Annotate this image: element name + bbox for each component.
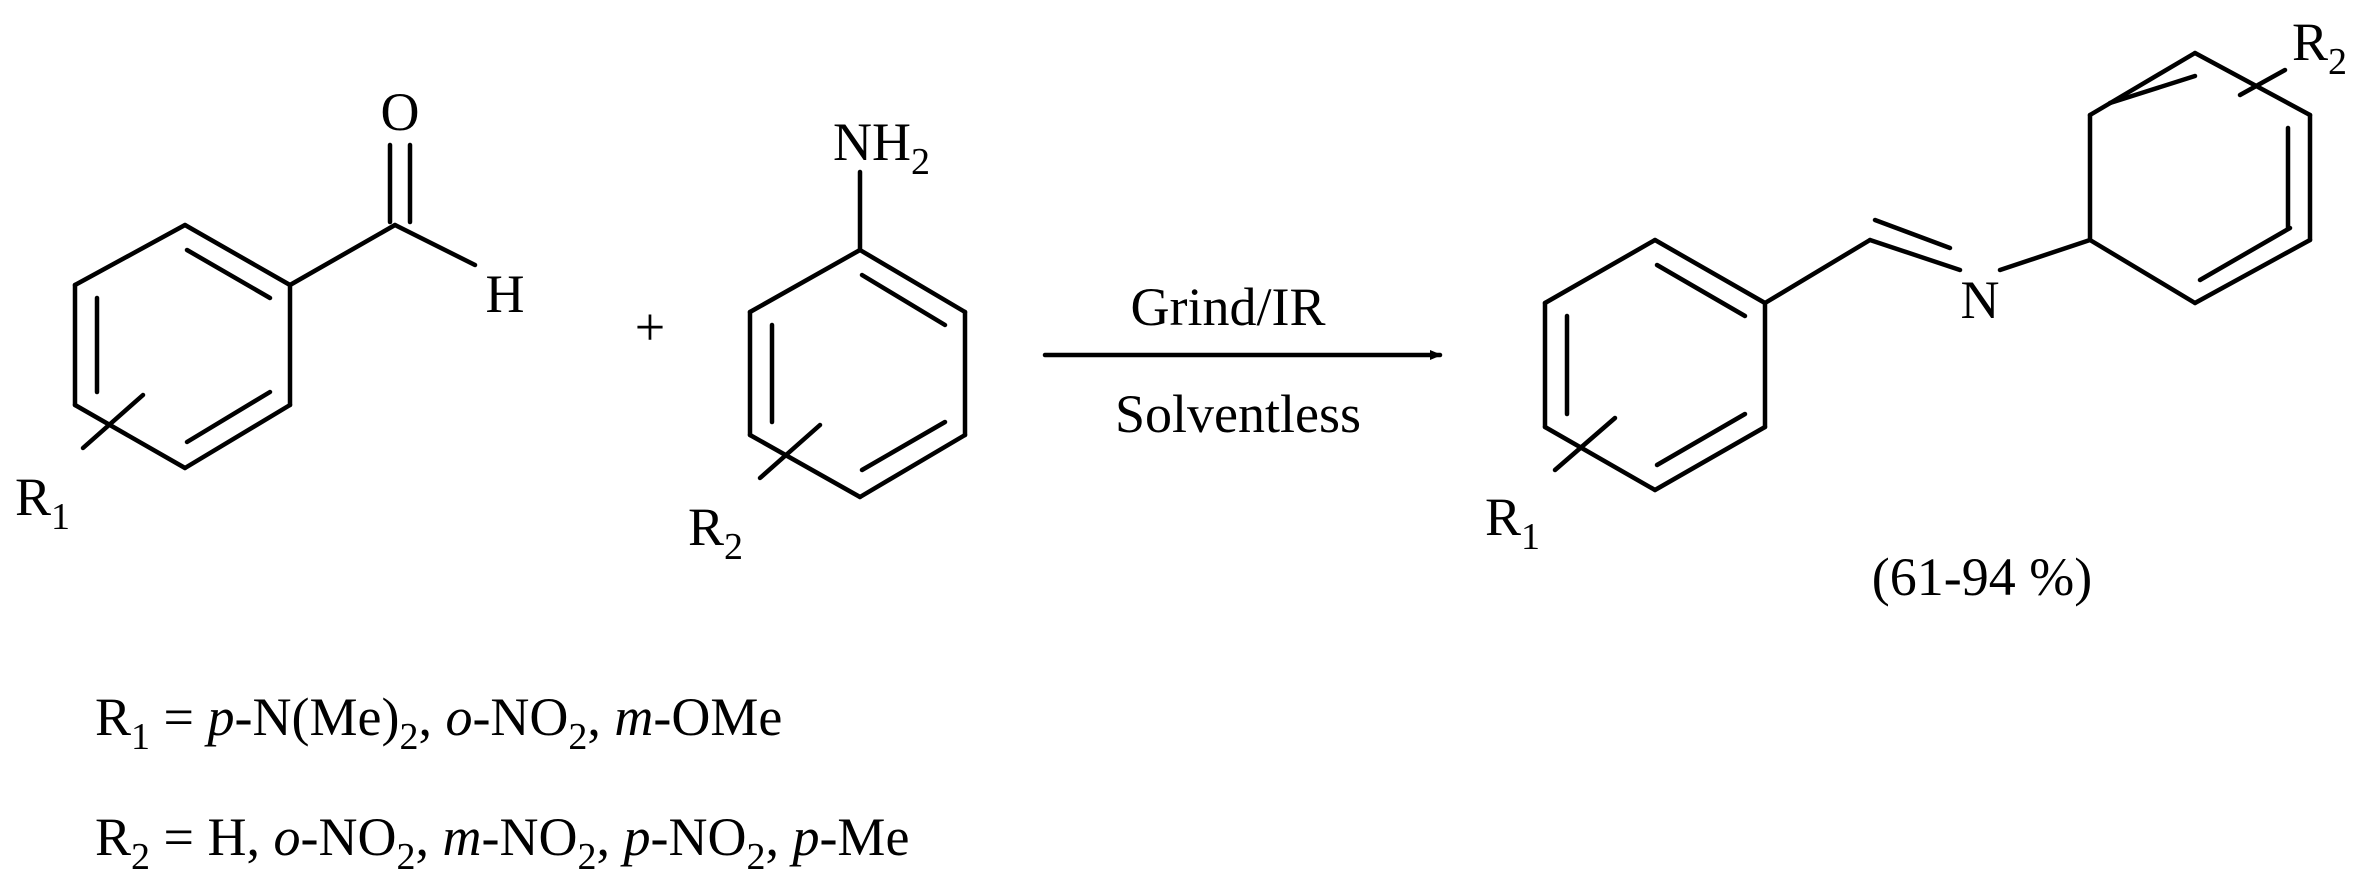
benzaldehyde-structure: O H R1 [15, 82, 525, 538]
product-nitrogen-label: N [1961, 270, 2000, 330]
aniline-r2-label: R2 [688, 497, 743, 568]
r1-bond [80, 392, 146, 451]
aldehyde-hydrogen-label: H [486, 264, 525, 324]
product-r1-bond [1552, 415, 1618, 473]
aldehyde-oxygen-label: O [381, 82, 420, 142]
aniline-amine-label: NH2 [833, 112, 930, 183]
r2-definition: R2 = H, o-NO2, m-NO2, p-NO2, p-Me [95, 807, 909, 878]
product-yield: (61-94 %) [1872, 547, 2092, 607]
r2-bond [757, 422, 823, 481]
r1-definition: R1 = p-N(Me)2, o-NO2, m-OMe [95, 687, 782, 758]
aniline-structure: NH2 R2 [688, 112, 968, 568]
plus-sign: + [635, 297, 665, 357]
product-ring-right [2087, 50, 2313, 306]
benzene-ring [72, 222, 293, 471]
aldehyde-group [287, 142, 478, 288]
aniline-ring [747, 247, 968, 500]
aldehyde-r1-label: R1 [15, 467, 70, 538]
product-r2-bond [2237, 67, 2288, 98]
imine-product-structure: N R1 R2 (61-94 %) [1485, 12, 2347, 607]
product-r2-label: R2 [2292, 12, 2347, 83]
condition-below-arrow: Solventless [1115, 384, 1361, 444]
product-ring-left [1542, 237, 1768, 493]
product-r1-label: R1 [1485, 487, 1540, 558]
condition-above-arrow: Grind/IR [1131, 277, 1326, 337]
imine-linkage [1762, 217, 2093, 306]
